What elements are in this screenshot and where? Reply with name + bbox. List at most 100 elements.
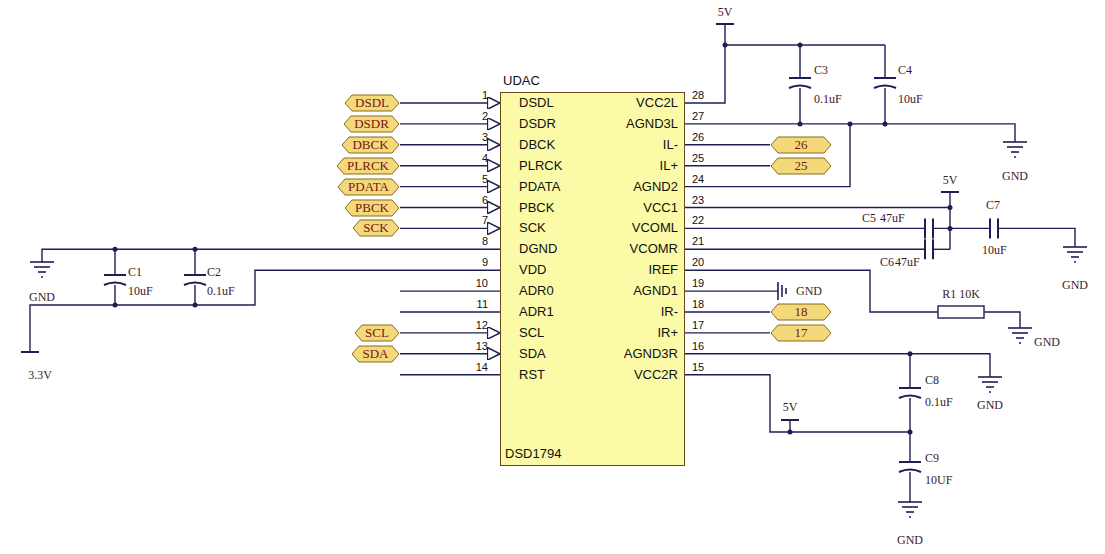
pin-name: AGND3L	[626, 117, 678, 131]
net-name: SCK	[352, 219, 400, 237]
junction-dot	[193, 303, 198, 308]
component-label: GND	[29, 291, 55, 304]
pin-name: VDD	[519, 263, 546, 277]
net-label: 18	[770, 303, 832, 321]
wire	[194, 285, 195, 305]
pin-name: VCC1	[643, 201, 678, 215]
component-label: 10UF	[925, 474, 952, 487]
component-label: 10uF	[128, 285, 153, 298]
net-label: DSDR	[343, 115, 400, 133]
wire	[909, 432, 910, 462]
power-port	[716, 23, 734, 25]
component-label: C9	[925, 452, 939, 465]
wire	[685, 24, 725, 103]
net-name: DSDR	[343, 115, 400, 133]
junction-dot	[788, 430, 793, 435]
pin-name: IL-	[663, 138, 678, 152]
pin-name: VCC2R	[634, 368, 678, 382]
part-number: DSD1794	[505, 447, 561, 461]
pin-number: 4	[482, 151, 488, 164]
net-name: 26	[770, 136, 832, 154]
pin-number: 27	[692, 109, 704, 122]
pin-wire	[685, 165, 770, 166]
wire	[998, 228, 1075, 247]
net-label: 25	[770, 157, 832, 175]
wire	[799, 45, 800, 78]
pin-number: 1	[482, 89, 488, 102]
pin-number: 20	[692, 256, 704, 269]
wire	[884, 45, 885, 78]
pin-name: PDATA	[519, 180, 560, 194]
pin-wire	[400, 228, 500, 229]
net-label: SDA	[351, 345, 400, 363]
wire	[909, 472, 910, 502]
pin-wire	[400, 207, 500, 208]
net-name: PDATA	[337, 178, 400, 196]
capacitor-symbol	[925, 239, 933, 259]
wire	[685, 290, 778, 291]
pin-wire	[400, 102, 500, 103]
net-name: 25	[770, 157, 832, 175]
wire	[725, 44, 885, 45]
wire	[685, 249, 925, 250]
pin-number: 8	[482, 235, 488, 248]
wire	[685, 375, 910, 432]
pin-wire	[400, 144, 500, 145]
net-label: PBCK	[344, 199, 400, 217]
pin-wire	[685, 144, 770, 145]
component-label: C7	[986, 199, 1000, 212]
component-label: C1	[128, 266, 142, 279]
component-label: GND	[1062, 279, 1088, 292]
net-name: SDA	[351, 345, 400, 363]
pin-number: 18	[692, 298, 704, 311]
pin-name: AGND2	[633, 180, 678, 194]
junction-dot	[113, 247, 118, 252]
junction-dot	[113, 303, 118, 308]
ground-symbol	[778, 282, 786, 300]
net-name: PBCK	[344, 199, 400, 217]
pin-name: DGND	[519, 242, 557, 256]
power-port	[941, 191, 959, 193]
net-name: 17	[770, 324, 832, 342]
dac-chip: UDACDSDLDSDRDBCKPLRCKPDATAPBCKSCKDGNDVDD…	[500, 92, 685, 466]
wire	[194, 249, 195, 275]
pin-number: 21	[692, 235, 704, 248]
net-name: DSDL	[344, 94, 400, 112]
pin-name: PLRCK	[519, 159, 562, 173]
net-label: PLRCK	[336, 157, 400, 175]
capacitor-symbol	[789, 78, 811, 88]
capacitor-symbol	[184, 275, 206, 285]
component-label: 0.1uF	[925, 396, 953, 409]
wire	[799, 88, 800, 124]
pin-wire	[685, 332, 770, 333]
ground-symbol	[1063, 247, 1087, 262]
pin-name: AGND3R	[624, 347, 678, 361]
component-label: C8	[925, 374, 939, 387]
pin-number: 24	[692, 172, 704, 185]
capacitor-symbol	[990, 218, 998, 238]
wire	[30, 270, 500, 352]
component-label: C2	[207, 266, 221, 279]
wire	[114, 249, 115, 275]
component-label: GND	[977, 399, 1003, 412]
pin-number: 6	[482, 193, 488, 206]
pin-wire	[400, 186, 500, 187]
pin-wire	[400, 353, 500, 354]
pin-name: IREF	[648, 263, 678, 277]
wire	[685, 192, 950, 208]
net-label: 26	[770, 136, 832, 154]
pin-number: 9	[482, 256, 488, 269]
pin-number: 2	[482, 109, 488, 122]
component-label: 5V	[783, 401, 798, 414]
pin-name: VCOML	[632, 221, 678, 235]
capacitor-symbol	[874, 78, 896, 88]
pin-name: ADR0	[519, 284, 554, 298]
ground-symbol	[30, 262, 54, 277]
pin-wire	[685, 311, 770, 312]
component-label: GND	[796, 285, 822, 298]
component-label: R1 10K	[942, 288, 980, 301]
wire	[909, 398, 910, 432]
wire	[685, 124, 850, 187]
